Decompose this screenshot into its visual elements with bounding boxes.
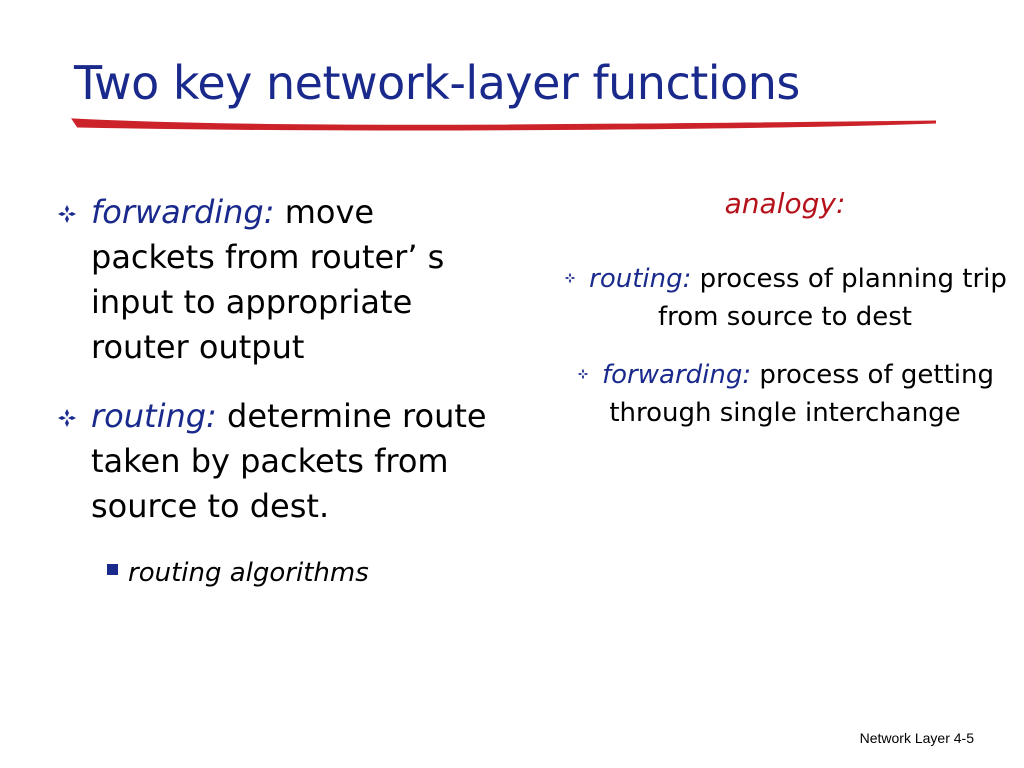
left-column: forwarding: move packets from router’ s … (55, 190, 495, 593)
four-diamond-bullet-icon (564, 272, 576, 284)
four-diamond-bullet-icon (58, 205, 76, 223)
title-underline (71, 118, 937, 131)
sub-bullet-text: routing algorithms (128, 558, 369, 588)
term-routing: routing: (91, 397, 217, 435)
analogy-definition-forwarding: process of getting through single interc… (609, 360, 994, 428)
square-bullet-icon (107, 563, 118, 575)
sub-bullet-routing-algorithms: routing algorithms (107, 553, 495, 593)
four-diamond-bullet-icon (577, 368, 589, 380)
slide-footer: Network Layer 4-5 (859, 730, 974, 746)
left-bullet-forwarding: forwarding: move packets from router’ s … (55, 190, 495, 370)
analogy-label: analogy: (724, 187, 846, 220)
right-bullet-forwarding: forwarding: process of getting through s… (555, 356, 1015, 432)
analogy-term-forwarding: forwarding: (602, 360, 752, 390)
left-bullet-text: forwarding: move packets from router’ s … (91, 190, 495, 370)
definition-forwarding: move packets from router’ s input to app… (91, 193, 445, 366)
four-diamond-bullet-icon (58, 409, 76, 427)
left-bullet-text: routing: determine route taken by packet… (91, 394, 495, 529)
term-forwarding: forwarding: (91, 193, 275, 231)
analogy-definition-routing: process of planning trip from source to … (658, 264, 1007, 332)
analogy-term-routing: routing: (589, 264, 692, 294)
slide-title: Two key network-layer functions (74, 56, 800, 110)
right-column: analogy: routing: process of planning tr… (555, 182, 1015, 452)
left-bullet-routing: routing: determine route taken by packet… (55, 394, 495, 529)
definition-routing: determine route taken by packets from so… (91, 397, 487, 525)
right-bullet-routing: routing: process of planning trip from s… (555, 260, 1015, 336)
